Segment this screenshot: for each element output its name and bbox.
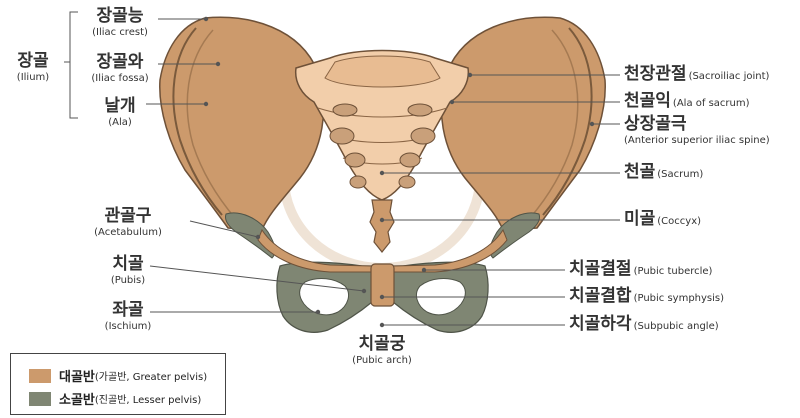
left-ilium xyxy=(160,17,324,230)
dot-ala-sacrum xyxy=(450,100,454,104)
sacral-foramen-l4 xyxy=(350,176,366,188)
label-pubic-symphysis-ko: 치골결합 xyxy=(569,286,632,306)
sacral-foramen-r2 xyxy=(411,128,435,144)
coccyx xyxy=(370,200,394,252)
dot-pubic-tubercle xyxy=(422,268,426,272)
label-ala-of-sacrum-ko: 천골익 xyxy=(624,91,671,111)
sacral-foramen-l3 xyxy=(345,153,365,167)
label-asis-en: (Anterior superior iliac spine) xyxy=(624,136,770,146)
legend-lesser-ko: 소골반 xyxy=(59,389,95,408)
label-pubic-tubercle-en: (Pubic tubercle) xyxy=(634,266,713,277)
label-iliac-crest-ko: 장골능 xyxy=(92,8,148,25)
label-sacrum-en: (Sacrum) xyxy=(657,169,703,180)
label-sacrum-ko: 천골 xyxy=(624,162,655,182)
label-sacroiliac-joint-en: (Sacroiliac joint) xyxy=(689,71,770,82)
label-ischium-en: (Ischium) xyxy=(105,322,152,332)
dot-pubis xyxy=(362,289,366,293)
sacral-foramen-l1 xyxy=(333,104,357,116)
label-sacroiliac-joint: 천장관절(Sacroiliac joint) xyxy=(624,66,769,83)
label-coccyx-en: (Coccyx) xyxy=(657,216,701,227)
label-pubis: 치골 (Pubis) xyxy=(111,256,145,286)
legend-swatch-lesser xyxy=(29,392,51,406)
label-acetabulum: 관골구 (Acetabulum) xyxy=(94,208,162,238)
dot-coccyx xyxy=(380,218,384,222)
label-ischium-ko: 좌골 xyxy=(105,302,152,319)
label-pubic-symphysis-en: (Pubic symphysis) xyxy=(634,293,724,304)
label-pubis-ko: 치골 xyxy=(111,256,145,273)
legend-box: 대골반 (가골반, Greater pelvis) 소골반 (진골반, Less… xyxy=(10,353,226,415)
label-sacroiliac-joint-ko: 천장관절 xyxy=(624,64,687,84)
dot-ischium xyxy=(316,310,320,314)
pubic-symphysis xyxy=(371,264,394,306)
label-subpubic-angle-en: (Subpubic angle) xyxy=(634,321,719,332)
label-iliac-fossa: 장골와 (Iliac fossa) xyxy=(91,54,148,84)
legend-swatch-greater xyxy=(29,369,51,383)
label-pubic-arch-en: (Pubic arch) xyxy=(352,356,412,366)
dot-pubic-symphysis xyxy=(380,295,384,299)
label-ala-of-sacrum-en: (Ala of sacrum) xyxy=(673,98,750,109)
label-ilium: 장골 (Ilium) xyxy=(17,53,49,83)
label-pubic-symphysis: 치골결합(Pubic symphysis) xyxy=(569,288,724,305)
label-coccyx-ko: 미골 xyxy=(624,209,655,229)
label-acetabulum-en: (Acetabulum) xyxy=(94,228,162,238)
legend-greater-ko: 대골반 xyxy=(59,366,95,385)
sacral-foramen-r1 xyxy=(408,104,432,116)
bracket-ilium xyxy=(64,12,78,118)
label-pubic-tubercle: 치골결절(Pubic tubercle) xyxy=(569,261,712,278)
label-iliac-fossa-ko: 장골와 xyxy=(91,54,148,71)
dot-iliac-fossa xyxy=(216,62,220,66)
label-ala-of-sacrum: 천골익(Ala of sacrum) xyxy=(624,93,750,110)
label-asis-ko: 상장골극 xyxy=(624,116,770,133)
label-iliac-crest: 장골능 (Iliac crest) xyxy=(92,8,148,38)
legend-lesser-en: (진골반, Lesser pelvis) xyxy=(95,391,201,406)
legend-item-greater-pelvis: 대골반 (가골반, Greater pelvis) xyxy=(29,366,207,385)
label-sacrum: 천골(Sacrum) xyxy=(624,164,703,181)
label-ala: 날개 (Ala) xyxy=(104,98,135,128)
sacral-foramen-r3 xyxy=(400,153,420,167)
label-subpubic-angle: 치골하각(Subpubic angle) xyxy=(569,316,719,333)
label-ala-ko: 날개 xyxy=(104,98,135,115)
label-pubic-tubercle-ko: 치골결절 xyxy=(569,259,632,279)
dot-iliac-crest xyxy=(204,17,208,21)
sacral-foramen-l2 xyxy=(330,128,354,144)
dot-ala xyxy=(204,102,208,106)
dot-acetabulum xyxy=(256,235,260,239)
label-pubic-arch-ko: 치골궁 xyxy=(352,336,412,353)
dot-sacrum xyxy=(380,171,384,175)
right-ilium xyxy=(441,17,605,230)
label-ilium-en: (Ilium) xyxy=(17,73,49,83)
sacral-foramen-r4 xyxy=(399,176,415,188)
label-coccyx: 미골(Coccyx) xyxy=(624,211,701,228)
label-iliac-fossa-en: (Iliac fossa) xyxy=(91,74,148,84)
label-iliac-crest-en: (Iliac crest) xyxy=(92,28,148,38)
dot-subpubic-angle xyxy=(380,323,384,327)
left-pelvic-brim xyxy=(258,230,372,272)
legend-greater-en: (가골반, Greater pelvis) xyxy=(95,368,207,383)
label-ischium: 좌골 (Ischium) xyxy=(105,302,152,332)
label-ilium-ko: 장골 xyxy=(17,53,49,70)
label-ala-en: (Ala) xyxy=(104,118,135,128)
label-pubis-en: (Pubis) xyxy=(111,276,145,286)
sacrum-top-body xyxy=(325,56,440,87)
label-subpubic-angle-ko: 치골하각 xyxy=(569,314,632,334)
legend-item-lesser-pelvis: 소골반 (진골반, Lesser pelvis) xyxy=(29,389,201,408)
label-pubic-arch: 치골궁 (Pubic arch) xyxy=(352,336,412,366)
dot-asis xyxy=(590,122,594,126)
label-asis: 상장골극 (Anterior superior iliac spine) xyxy=(624,116,770,146)
label-acetabulum-ko: 관골구 xyxy=(94,208,162,225)
dot-sacroiliac xyxy=(468,73,472,77)
